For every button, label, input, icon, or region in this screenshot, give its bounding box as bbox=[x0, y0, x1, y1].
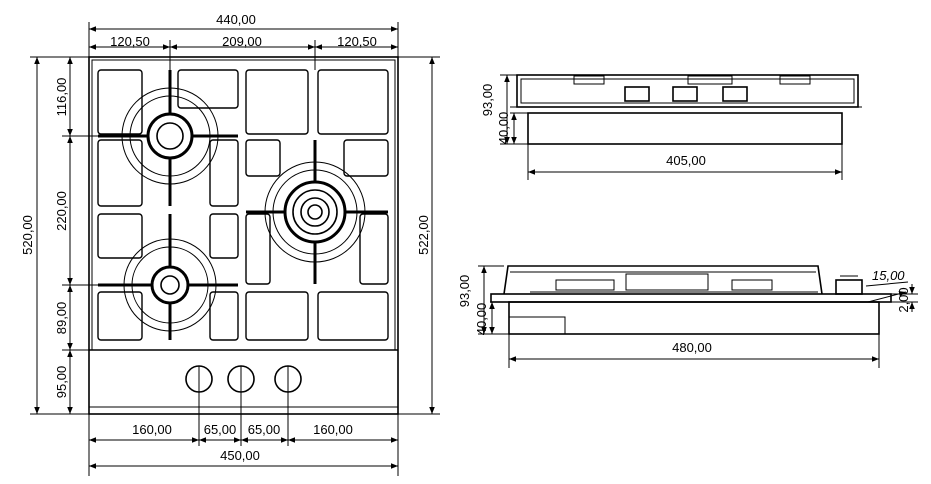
burner-right bbox=[246, 140, 388, 284]
dim-side1-depth: 40,00 bbox=[496, 112, 511, 145]
dim-bottom-65a: 65,00 bbox=[204, 422, 237, 437]
dim-right-total: 522,00 bbox=[416, 215, 431, 255]
top-dimensions: 440,00 120,50 209,00 120,50 bbox=[88, 12, 399, 70]
dim-side1-height: 93,00 bbox=[480, 84, 495, 117]
pan-support-grate bbox=[97, 69, 389, 341]
side2-plate bbox=[490, 293, 892, 303]
dim-side1-width: 405,00 bbox=[666, 153, 706, 168]
top-view bbox=[88, 56, 399, 415]
left-dimensions: 520,00 116,00 220,00 89,00 95,00 bbox=[20, 56, 152, 415]
dim-top-left: 120,50 bbox=[110, 34, 150, 49]
dim-top-width: 440,00 bbox=[216, 12, 256, 27]
right-dimension: 522,00 bbox=[398, 56, 440, 415]
dim-left-89: 89,00 bbox=[54, 302, 69, 335]
side-view-side: 93,00 40,00 480,00 15,00 2,00 bbox=[457, 265, 918, 368]
dim-bottom-160a: 160,00 bbox=[132, 422, 172, 437]
dim-top-mid: 209,00 bbox=[222, 34, 262, 49]
dim-top-right: 120,50 bbox=[337, 34, 377, 49]
dim-left-95: 95,00 bbox=[54, 366, 69, 399]
dim-left-220: 220,00 bbox=[54, 191, 69, 231]
dim-side2-depth: 40,00 bbox=[474, 303, 489, 336]
dim-bottom-160b: 160,00 bbox=[313, 422, 353, 437]
bottom-dimensions: 160,00 65,00 65,00 160,00 450,00 bbox=[88, 392, 399, 476]
dim-side2-15: 15,00 bbox=[872, 268, 905, 283]
side-view-front: 93,00 40,00 405,00 bbox=[480, 74, 862, 180]
hob-outline bbox=[88, 56, 399, 415]
dim-side2-height: 93,00 bbox=[457, 275, 472, 308]
dim-side2-2: 2,00 bbox=[896, 287, 911, 312]
dim-left-total: 520,00 bbox=[20, 215, 35, 255]
side2-grate bbox=[503, 265, 823, 295]
side1-body bbox=[527, 112, 843, 145]
dim-bottom-65b: 65,00 bbox=[248, 422, 281, 437]
dim-side2-width: 480,00 bbox=[672, 340, 712, 355]
dim-bottom-total: 450,00 bbox=[220, 448, 260, 463]
dim-left-116: 116,00 bbox=[54, 78, 69, 117]
control-knobs bbox=[185, 365, 302, 393]
